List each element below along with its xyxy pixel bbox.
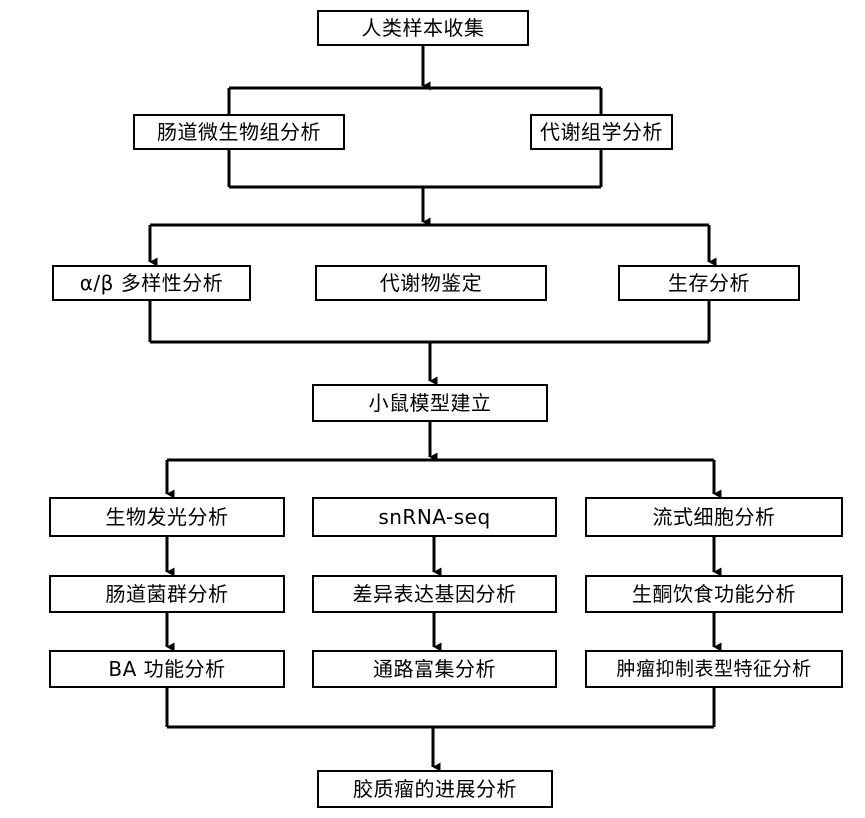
node-pathway-enrichment-analysis[interactable]: 通路富集分析: [312, 650, 557, 688]
node-mouse-model-establishment[interactable]: 小鼠模型建立: [312, 384, 548, 422]
node-ketogenic-diet-function-analysis[interactable]: 生酮饮食功能分析: [585, 575, 843, 613]
node-survival-analysis[interactable]: 生存分析: [618, 265, 800, 301]
node-alpha-beta-diversity-analysis[interactable]: α/β 多样性分析: [52, 265, 251, 301]
node-bioluminescence-analysis[interactable]: 生物发光分析: [49, 497, 285, 537]
node-tumor-suppression-phenotype-analysis[interactable]: 肿瘤抑制表型特征分析: [585, 650, 843, 688]
node-metabolite-identification[interactable]: 代谢物鉴定: [315, 265, 547, 301]
node-ba-function-analysis[interactable]: BA 功能分析: [49, 650, 285, 688]
node-flow-cytometry-analysis[interactable]: 流式细胞分析: [585, 497, 843, 537]
node-human-sample-collection[interactable]: 人类样本收集: [317, 10, 529, 46]
node-deg-analysis[interactable]: 差异表达基因分析: [312, 575, 557, 613]
node-metabolomics-analysis[interactable]: 代谢组学分析: [530, 114, 673, 150]
node-gut-microbiome-analysis[interactable]: 肠道微生物组分析: [133, 114, 345, 150]
node-snrna-seq[interactable]: snRNA-seq: [312, 497, 557, 537]
node-glioma-progression-analysis[interactable]: 胶质瘤的进展分析: [317, 770, 553, 808]
node-gut-flora-analysis[interactable]: 肠道菌群分析: [49, 575, 285, 613]
